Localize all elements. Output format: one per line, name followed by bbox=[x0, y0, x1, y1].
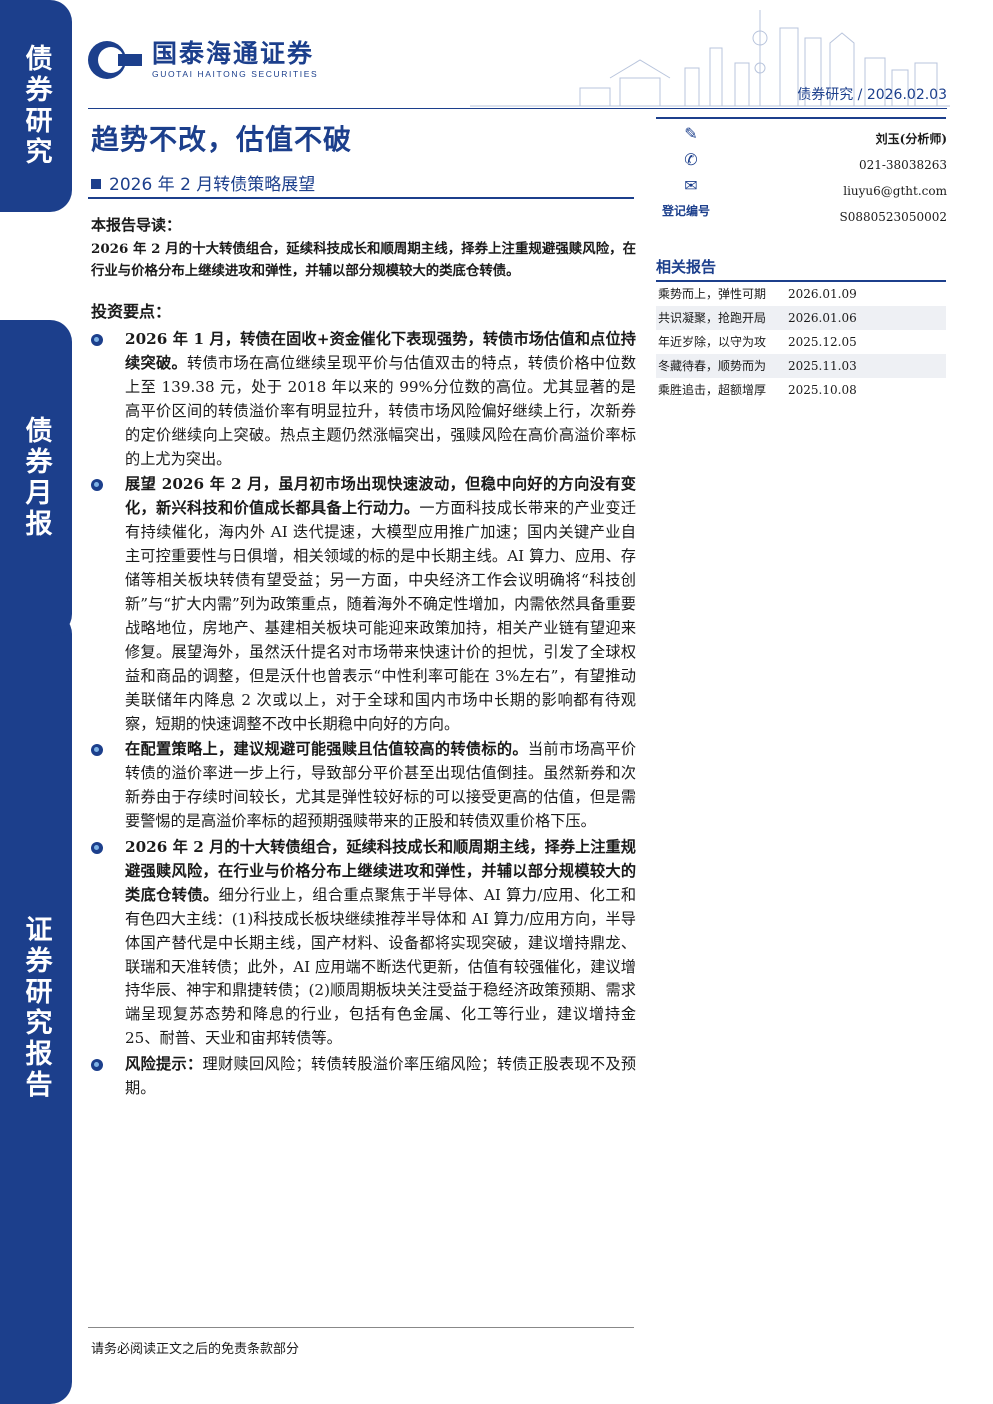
related-report-date: 2025.11.03 bbox=[788, 359, 857, 373]
analyst-info: 刘玉(分析师) 021-38038263 liuyu6@gtht.com S08… bbox=[840, 126, 947, 230]
related-report-item[interactable]: 乘势而上，弹性可期 2026.01.09 bbox=[656, 282, 946, 306]
phone-icon: ✆ bbox=[684, 150, 698, 169]
related-report-item[interactable]: 年近岁除，以守为攻 2025.12.05 bbox=[656, 330, 946, 354]
bullet-icon bbox=[91, 744, 103, 757]
header-divider bbox=[88, 108, 947, 109]
company-logo: 国泰海通证券 GUOTAI HAITONG SECURITIES bbox=[88, 40, 318, 79]
report-title: 趋势不改，估值不破 bbox=[91, 123, 353, 156]
key-point-body: 理财赎回风险；转债转股溢价率压缩风险；转债正股表现不及预期。 bbox=[125, 1055, 637, 1098]
related-report-date: 2025.12.05 bbox=[788, 335, 857, 349]
key-points-list: 2026 年 1 月，转债在固收+资金催化下表现强势，转债市场估值和点位持续突破… bbox=[91, 328, 636, 1103]
related-report-title: 冬藏待春，顺势而为 bbox=[658, 359, 767, 373]
related-report-item[interactable]: 乘胜追击，超额增厚 2025.10.08 bbox=[656, 378, 946, 402]
analyst-icons: ✎ ✆ ✉ bbox=[676, 124, 706, 202]
related-report-title: 年近岁除，以守为攻 bbox=[658, 335, 767, 349]
key-point-item: 展望 2026 年 2 月，虽月初市场出现快速波动，但稳中向好的方向没有变化，新… bbox=[91, 473, 636, 736]
related-reports-divider bbox=[656, 280, 946, 282]
sidebar-tab-label: 债券月报 bbox=[20, 416, 52, 540]
key-point-body: 细分行业上，组合重点聚焦于半导体、AI 算力/应用、化工和有色四大主线：(1)科… bbox=[125, 885, 637, 1048]
key-point-item: 2026 年 2 月的十大转债组合，延续科技成长和顺周期主线，择券上注重规避强赎… bbox=[91, 836, 636, 1051]
title-divider bbox=[88, 197, 634, 199]
analyst-name: 刘玉(分析师) bbox=[875, 132, 947, 146]
key-point-item: 2026 年 1 月，转债在固收+资金催化下表现强势，转债市场估值和点位持续突破… bbox=[91, 328, 636, 471]
key-point-lead: 在配置策略上，建议规避可能强赎且估值较高的转债标的。 bbox=[125, 740, 528, 759]
sidebar-tab-category: 债券研究 bbox=[0, 0, 72, 212]
related-report-title: 共识凝聚，抢跑开局 bbox=[658, 311, 767, 325]
sidebar-tab-monthly: 债券月报 bbox=[0, 320, 72, 636]
key-point-item: 在配置策略上，建议规避可能强赎且估值较高的转债标的。当前市场高平价转债的溢价率进… bbox=[91, 738, 636, 834]
analyst-phone: 021-38038263 bbox=[858, 158, 947, 172]
report-date: 2026.02.03 bbox=[866, 87, 947, 103]
email-icon: ✉ bbox=[684, 176, 698, 195]
sidebar-tab-label: 证券研究报告 bbox=[20, 915, 52, 1101]
key-points-heading: 投资要点： bbox=[91, 302, 172, 321]
bullet-icon bbox=[91, 479, 103, 492]
header-separator: / bbox=[857, 87, 863, 103]
key-point-body: 当前市场高平价转债的溢价率进一步上行，导致部分平价甚至出现估值倒挂。虽然新券和次… bbox=[125, 740, 637, 831]
footer-divider bbox=[88, 1327, 634, 1328]
report-category: 债券研究 bbox=[797, 87, 854, 103]
related-report-date: 2026.01.06 bbox=[788, 311, 857, 325]
key-point-lead: 2026 年 2 月的十大转债组合，延续科技成长和顺周期主线，择券上注重规避强赎… bbox=[125, 838, 636, 904]
related-report-date: 2026.01.09 bbox=[788, 287, 857, 301]
logo-name-en: GUOTAI HAITONG SECURITIES bbox=[152, 69, 319, 79]
bullet-icon bbox=[91, 842, 103, 855]
analyst-email[interactable]: liuyu6@gtht.com bbox=[843, 184, 947, 198]
report-subtitle: 2026 年 2 月转债策略展望 bbox=[91, 170, 315, 195]
related-report-item[interactable]: 共识凝聚，抢跑开局 2026.01.06 bbox=[656, 306, 946, 330]
sidebar-tab-report-type: 证券研究报告 bbox=[0, 612, 72, 1404]
guide-text: 2026 年 2 月的十大转债组合，延续科技成长和顺周期主线，择券上注重规避强赎… bbox=[91, 241, 636, 279]
square-bullet-icon bbox=[91, 179, 101, 189]
related-report-title: 乘胜追击，超额增厚 bbox=[658, 383, 767, 397]
key-point-body: 一方面科技成长带来的产业变迁有持续催化，海内外 AI 迭代提速，大模型应用推广加… bbox=[125, 499, 637, 733]
analyst-divider bbox=[656, 117, 946, 119]
bullet-icon bbox=[91, 334, 103, 346]
related-report-date: 2025.10.08 bbox=[788, 383, 857, 397]
key-point-lead: 2026 年 1 月，转债在固收+资金催化下表现强势，转债市场估值和点位持续突破… bbox=[125, 330, 636, 372]
analyst-registration-number: S0880523050002 bbox=[839, 210, 947, 224]
guide-heading: 本报告导读： bbox=[91, 216, 182, 234]
key-point-lead: 风险提示： bbox=[125, 1055, 203, 1074]
pen-icon: ✎ bbox=[684, 124, 698, 143]
registration-label: 登记编号 bbox=[662, 204, 711, 218]
report-subtitle-text: 2026 年 2 月转债策略展望 bbox=[109, 175, 316, 195]
related-report-title: 乘势而上，弹性可期 bbox=[658, 287, 767, 301]
related-reports-title: 相关报告 bbox=[656, 258, 717, 276]
logo-mark-icon bbox=[88, 40, 144, 79]
city-skyline-illustration bbox=[470, 10, 950, 107]
report-category-date: 债券研究 / 2026.02.03 bbox=[797, 84, 947, 104]
bullet-icon bbox=[91, 1059, 103, 1072]
key-point-lead: 展望 2026 年 2 月，虽月初市场出现快速波动，但稳中向好的方向没有变化，新… bbox=[125, 475, 636, 518]
sidebar-tab-label: 债券研究 bbox=[20, 44, 52, 168]
related-report-item[interactable]: 冬藏待春，顺势而为 2025.11.03 bbox=[656, 354, 946, 378]
logo-name-cn: 国泰海通证券 bbox=[152, 39, 315, 68]
key-point-body: 转债市场在高位继续呈现平价与估值双击的特点，转债价格中位数上至 139.38 元… bbox=[125, 353, 637, 468]
key-point-item: 风险提示：理财赎回风险；转债转股溢价率压缩风险；转债正股表现不及预期。 bbox=[91, 1053, 636, 1101]
disclaimer-notice[interactable]: 请务必阅读正文之后的免责条款部分 bbox=[91, 1342, 300, 1357]
